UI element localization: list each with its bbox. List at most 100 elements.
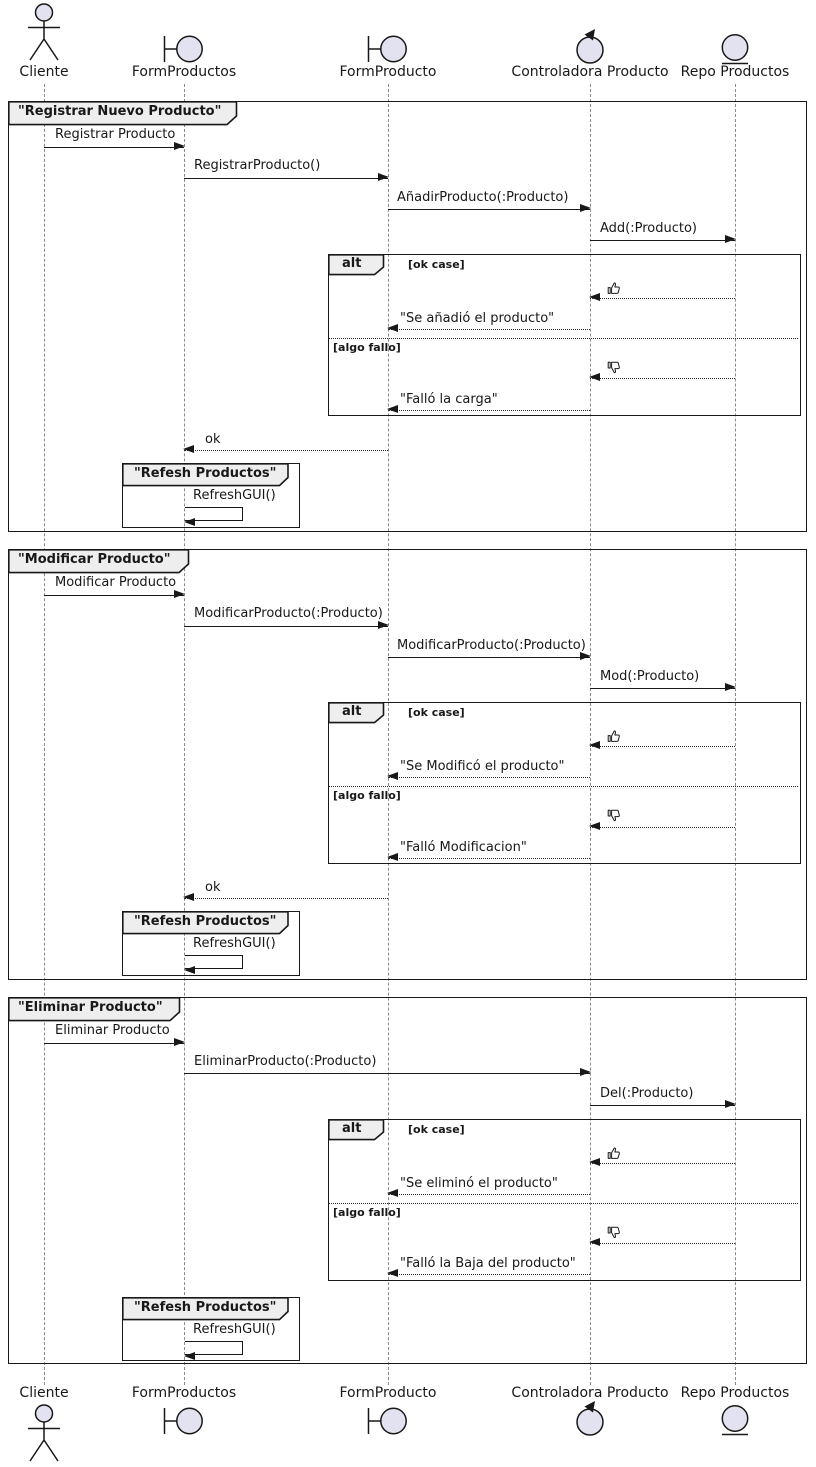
frame-title: "Eliminar Producto" [18,1000,163,1015]
message-label: "Falló la carga" [400,392,498,407]
actor-icon [28,1404,60,1462]
thumbs-up-icon [607,282,620,294]
thumbs-up-icon [607,1147,620,1159]
footer-participant-label-controladora: Controladora Producto [511,1385,669,1401]
message-label: RefreshGUI() [193,488,276,503]
frame-registrar-nuevo-producto [8,101,807,532]
reply-arrow [387,1269,590,1278]
participant-label-formproductos: FormProductos [131,64,237,80]
guard-fail: [algo fallo] [333,341,401,354]
message-label: ok [205,432,221,447]
message-label: Registrar Producto [55,127,176,142]
refresh-title: "Refesh Productos" [134,1300,277,1315]
message-arrow [388,652,591,661]
participant-label-cliente: Cliente [19,64,69,80]
self-message-arrow [183,955,243,974]
refresh-title: "Refesh Productos" [134,466,277,481]
frame-tab [8,101,238,126]
reply-arrow [387,853,590,862]
participant-label-controladora: Controladora Producto [511,64,669,80]
refresh-tab [122,1297,289,1321]
reply-arrow [183,445,388,454]
message-label: RegistrarProducto() [194,158,321,173]
message-label: ok [205,880,221,895]
alt-tab [328,1119,385,1141]
entity-icon [721,1405,749,1436]
message-arrow [590,235,736,244]
participant-label-repo: Repo Productos [680,64,790,80]
lifeline-formproducto [387,84,389,1385]
actor-icon [28,3,60,61]
thumbs-down-icon [607,1226,620,1239]
frame-title: "Modificar Producto" [18,552,171,567]
boundary-icon [367,35,407,63]
reply-arrow [387,405,590,414]
message-arrow [388,204,591,213]
boundary-icon [163,35,203,63]
frame-tab [8,549,190,574]
refresh-tab [122,463,289,487]
guard-fail: [algo fallo] [333,1206,401,1219]
footer-participant-label-cliente: Cliente [19,1385,69,1401]
message-label: EliminarProducto(:Producto) [194,1054,377,1069]
alt-fragment [328,254,801,416]
reply-arrow [589,293,735,302]
reply-arrow [183,893,388,902]
message-label: "Se Modificó el producto" [400,759,565,774]
reply-arrow [589,741,735,750]
lifeline-cliente [43,84,45,1385]
control-icon [576,29,604,64]
message-arrow [590,683,736,692]
frame-tab [8,997,181,1022]
reply-arrow [589,373,735,382]
message-label: Del(:Producto) [600,1086,694,1101]
message-arrow [44,590,185,599]
alt-keyword: alt [342,256,362,271]
message-label: "Se añadió el producto" [400,311,555,326]
message-arrow [44,1038,185,1047]
footer-participant-label-formproducto: FormProducto [339,1385,437,1401]
thumbs-down-icon [607,361,620,374]
message-label: Eliminar Producto [55,1023,170,1038]
reply-arrow [589,1238,735,1247]
guard-ok: [ok case] [408,1123,465,1136]
lifeline-controladora-producto [589,84,591,1385]
refresh-tab [122,911,289,935]
guard-ok: [ok case] [408,258,465,271]
reply-arrow [387,1189,590,1198]
reply-arrow [387,324,590,333]
entity-icon [721,34,749,65]
message-label: RefreshGUI() [193,1322,276,1337]
alt-tab [328,702,385,724]
refresh-title: "Refesh Productos" [134,914,277,929]
message-arrow [184,1068,591,1077]
guard-ok: [ok case] [408,706,465,719]
alt-fragment [328,1119,801,1281]
reply-arrow [387,772,590,781]
message-arrow [184,621,389,630]
self-message-arrow [183,507,243,526]
message-label: Add(:Producto) [600,221,698,236]
alt-divider [329,1203,798,1204]
message-label: "Falló la Baja del producto" [400,1256,576,1271]
alt-keyword: alt [342,704,362,719]
lifeline-repo-productos [734,84,736,1385]
alt-divider [329,786,798,787]
lifeline-formproductos [183,84,185,1385]
message-arrow [184,173,389,182]
frame-modificar-producto [8,549,807,980]
alt-keyword: alt [342,1121,362,1136]
thumbs-up-icon [607,730,620,742]
boundary-icon [367,1407,407,1435]
alt-divider [329,338,798,339]
alt-tab [328,254,385,276]
participant-label-formproducto: FormProducto [339,64,437,80]
control-icon [576,1401,604,1436]
self-message-arrow [183,1341,243,1360]
message-label: Mod(:Producto) [600,669,700,684]
message-label: "Se eliminó el producto" [400,1176,558,1191]
reply-arrow [589,822,735,831]
message-arrow [590,1100,736,1109]
message-label: ModificarProducto(:Producto) [194,606,383,621]
message-label: AñadirProducto(:Producto) [397,190,569,205]
